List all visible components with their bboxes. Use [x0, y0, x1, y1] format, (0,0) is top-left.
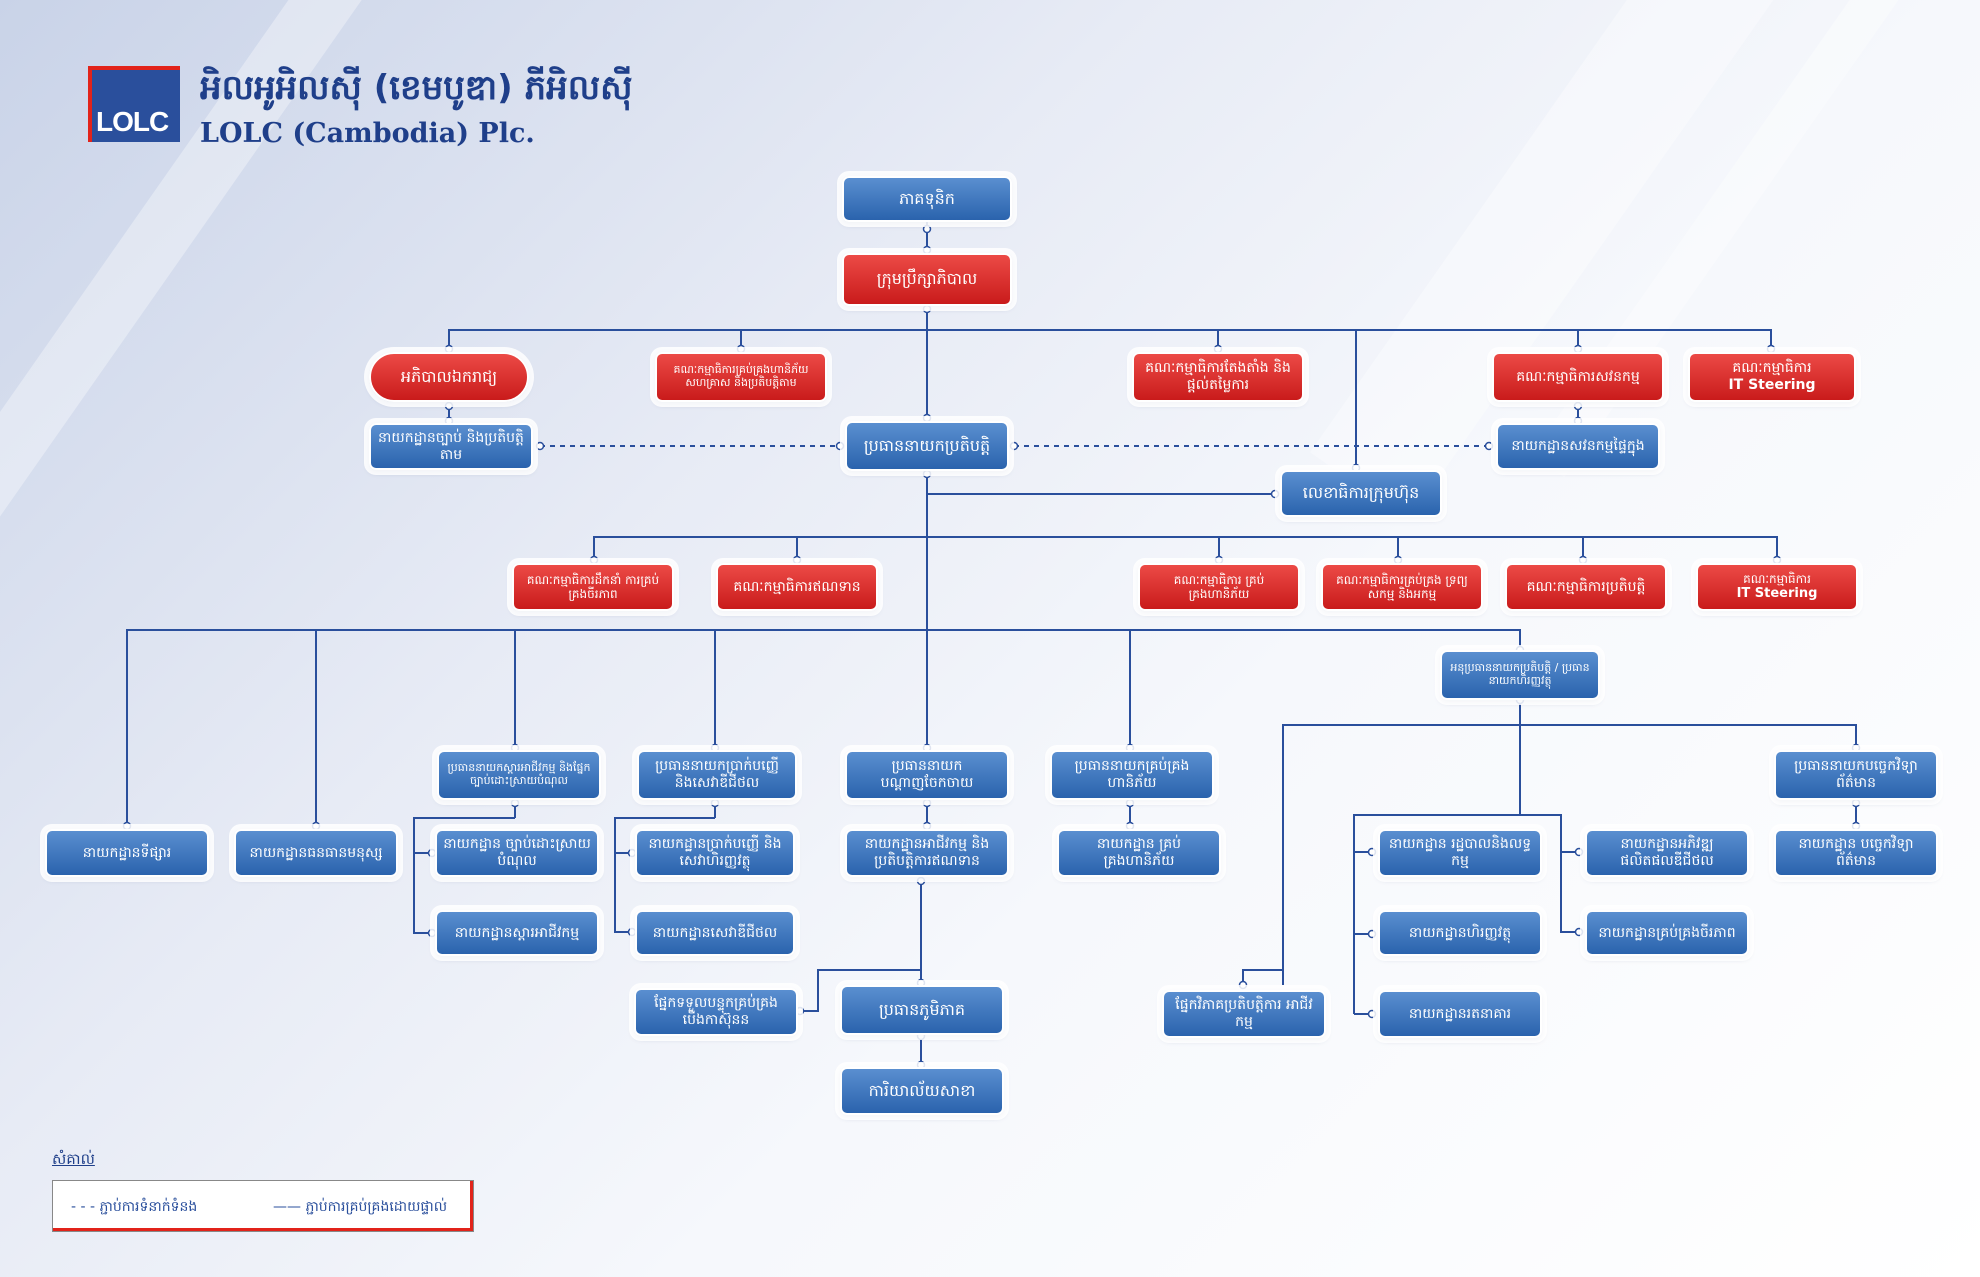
- node-board-it-steering: គណៈកម្មាធិការ IT Steering: [1688, 352, 1856, 402]
- lolc-logo: LOLC: [88, 66, 180, 142]
- legend-solid-line: —— ភ្ជាប់ការគ្រប់គ្រងដោយផ្ទាល់: [273, 1199, 448, 1215]
- node-chief-recovery-legal: ប្រធាននាយកស្តារអាជីវកម្ម និងផ្នែកច្បាប់ដ…: [437, 750, 601, 800]
- node-call-center: ផ្នែកទទួលបន្ទុកគ្រប់គ្រង បើងកាស៊ុនន: [634, 988, 798, 1036]
- it-steering-line2: IT Steering: [1728, 377, 1816, 393]
- node-deposit-dept: នាយកដ្ឋានប្រាក់បញ្ញើ និងសេវាហិរញ្ញវត្ថុ: [635, 829, 795, 877]
- node-label-line-2: IT Steering: [1736, 586, 1818, 602]
- node-board-risk-committee: គណៈកម្មាធិការគ្រប់គ្រងហានិភ័យ សហគ្រាស និ…: [655, 352, 827, 402]
- node-sustainability-steering-committee: គណៈកម្មាធិការដឹកនាំ ការគ្រប់គ្រងចីរភាព: [512, 563, 674, 611]
- node-marketing-dept: នាយកដ្ឋានទីផ្សារ: [45, 829, 209, 877]
- node-business-credit-ops-dept: នាយកដ្ឋានអាជីវកម្ម និង ប្រតិបត្តិការឥណទា…: [845, 829, 1009, 877]
- node-digital-product-dept: នាយកដ្ឋានអភិវឌ្ឍ ផលិតផលឌីជីថល: [1585, 829, 1749, 877]
- legend-dashed-line: - - - ភ្ជាប់ការទំនាក់ទំនង: [71, 1199, 198, 1215]
- node-risk-management-committee: គណៈកម្មាធិការ គ្រប់គ្រងហានិភ័យ: [1138, 563, 1300, 611]
- node-finance-dept: នាយកដ្ឋានហិរញ្ញវត្ថុ: [1378, 910, 1542, 956]
- node-alco-committee: គណៈកម្មាធិការគ្រប់គ្រង ទ្រព្យសកម្ម និងអក…: [1321, 563, 1483, 611]
- node-debt-settlement-dept: នាយកដ្ឋាន ច្បាប់ដោះស្រាយបំណុល: [435, 829, 599, 877]
- node-chief-risk-officer: ប្រធាននាយកគ្រប់គ្រង ហានិភ័យ: [1050, 750, 1214, 800]
- node-business-analysis-unit: ផ្នែកវិភាគប្រតិបត្តិការ អាជីវកម្ម: [1162, 990, 1326, 1038]
- node-risk-management-dept: នាយកដ្ឋាន គ្រប់គ្រងហានិភ័យ: [1057, 829, 1221, 877]
- node-admin-procurement-dept: នាយកដ្ឋាន រដ្ឋបាលនិងលទ្ធកម្ម: [1378, 829, 1542, 877]
- node-shareholders: ភាគទុនិក: [842, 176, 1012, 222]
- node-internal-audit-dept: នាយកដ្ឋានសវនកម្មផ្ទៃក្នុង: [1496, 423, 1660, 470]
- company-name-english: LOLC (Cambodia) Plc.: [200, 118, 535, 149]
- node-regional-head: ប្រធានភូមិភាគ: [840, 985, 1004, 1035]
- node-nomination-committee: គណៈកម្មាធិការតែងតាំង និងផ្ដល់តម្លៃការ: [1132, 352, 1304, 402]
- node-it-dept: នាយកដ្ឋាន បច្ចេកវិទ្យាព័ត៌មាន: [1774, 829, 1938, 877]
- node-hr-dept: នាយកដ្ឋានធនធានមនុស្ស: [234, 829, 398, 877]
- node-digital-services-dept: នាយកដ្ឋានសេវាឌីជីថល: [635, 910, 795, 956]
- legend-title: សំគាល់: [52, 1150, 95, 1168]
- legend-box: - - - ភ្ជាប់ការទំនាក់ទំនង —— ភ្ជាប់ការគ្…: [52, 1180, 474, 1232]
- node-company-secretary: លេខាធិការក្រុមហ៊ុន: [1280, 470, 1442, 517]
- node-treasury-dept: នាយកដ្ឋានរតនាគារ: [1378, 990, 1542, 1038]
- node-chief-deposit-digital: ប្រធាននាយកប្រាក់បញ្ញើ និងសេវាឌីជីថល: [637, 750, 797, 800]
- node-label-line-1: គណៈកម្មាធិការ: [1743, 572, 1811, 587]
- node-chief-distribution-network: ប្រធាននាយក បណ្ដាញចែកចាយ: [845, 750, 1009, 800]
- logo-text: LOLC: [96, 106, 169, 137]
- node-ceo: ប្រធាននាយកប្រតិបត្តិ: [845, 421, 1009, 471]
- node-executive-committee: គណៈកម្មាធិការប្រតិបត្តិ: [1505, 563, 1667, 611]
- node-branch-office: ការិយាល័យសាខា: [840, 1067, 1004, 1115]
- it-steering-line1: គណៈកម្មាធិការ: [1732, 360, 1812, 377]
- node-credit-committee: គណៈកម្មាធិការឥណទាន: [716, 563, 878, 611]
- node-board-of-directors: ក្រុមប្រឹក្សាភិបាល: [842, 253, 1012, 306]
- node-legal-compliance-dept: នាយកដ្ឋានច្បាប់ និងប្រតិបត្តិតាម: [369, 423, 533, 470]
- node-business-recovery-dept: នាយកដ្ឋានស្តារអាជីវកម្ម: [435, 910, 599, 956]
- node-independent-director: អភិបាលឯករាជ្យ: [369, 352, 529, 402]
- node-sustainability-dept: នាយកដ្ឋានគ្រប់គ្រងចីរភាព: [1585, 910, 1749, 956]
- node-deputy-ceo-cfo: អនុប្រធាននាយកប្រតិបត្តិ / ប្រធាននាយកហិរញ…: [1440, 650, 1600, 700]
- node-chief-it-officer: ប្រធាននាយកបច្ចេកវិទ្យា ព័ត៌មាន: [1774, 750, 1938, 800]
- node-audit-committee: គណៈកម្មាធិការសវនកម្ម: [1492, 352, 1664, 402]
- company-name-khmer: អិលអូអិលស៊ី (ខេមបូឌា) ភីអិលស៊ី: [200, 68, 633, 108]
